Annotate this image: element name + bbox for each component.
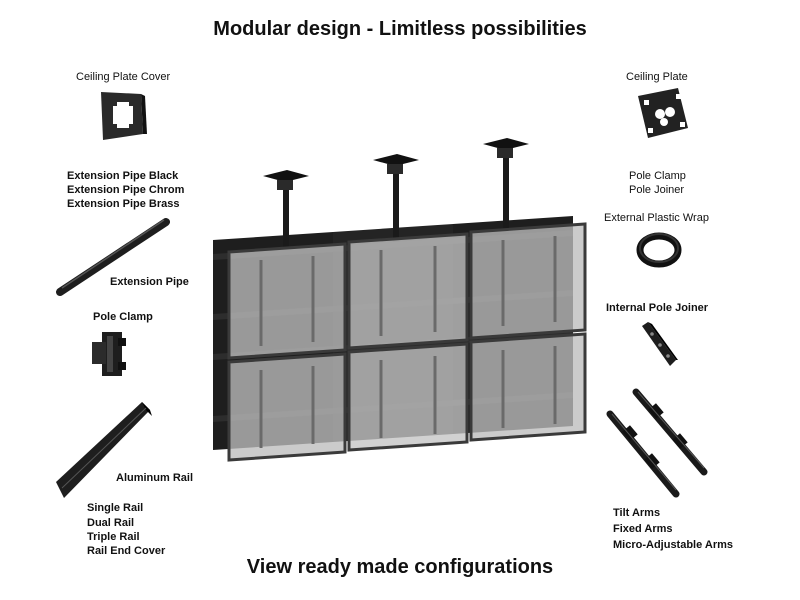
label-pole-clamp-right: Pole Clamp [629,170,686,182]
label-extension-pipe-black: Extension Pipe Black [67,170,179,182]
external-plastic-wrap-image [636,232,682,268]
label-dual-rail: Dual Rail [87,517,135,529]
rail-variants: Single Rail Dual Rail Triple Rail Rail E… [87,501,165,558]
label-single-rail: Single Rail [87,502,144,514]
view-configurations-link[interactable]: View ready made configurations [246,556,554,578]
label-ceiling-plate: Ceiling Plate [626,71,688,83]
label-pole-joiner: Pole Joiner [629,184,685,196]
label-rail-end-cover: Rail End Cover [87,545,166,557]
label-external-plastic-wrap: External Plastic Wrap [604,212,709,224]
ceiling-poles [263,138,529,256]
label-tilt-arms: Tilt Arms [613,507,661,519]
screens [227,222,587,462]
label-triple-rail: Triple Rail [87,531,140,543]
aluminum-rail-image [56,402,152,498]
internal-pole-joiner-image [642,322,678,366]
arm-variants: Tilt Arms Fixed Arms Micro-Adjustable Ar… [613,506,733,552]
arm-back [632,388,708,476]
extension-pipe-variants: Extension Pipe Black Extension Pipe Chro… [67,169,184,211]
screen-arms [259,236,557,448]
label-fixed-arms: Fixed Arms [613,523,673,535]
pole-clamp-image [92,332,126,376]
label-extension-pipe: Extension Pipe [110,276,189,288]
label-pole-clamp-left: Pole Clamp [93,311,153,323]
video-wall-assembly-image [213,138,587,462]
pole-clamp-joiner-labels: Pole Clamp Pole Joiner [629,169,686,197]
label-micro-adjustable-arms: Micro-Adjustable Arms [613,539,734,551]
label-ceiling-plate-cover: Ceiling Plate Cover [76,71,171,83]
extension-pipe-image [56,218,170,296]
label-extension-pipe-chrom: Extension Pipe Chrom [67,184,185,196]
label-internal-pole-joiner: Internal Pole Joiner [606,302,709,314]
mounting-arms-image [606,388,708,498]
ceiling-plate-cover-image [101,92,147,140]
ceiling-plate-image [638,88,688,138]
page-title: Modular design - Limitless possibilities [213,18,587,40]
label-aluminum-rail: Aluminum Rail [116,472,194,484]
label-extension-pipe-brass: Extension Pipe Brass [67,198,180,210]
arm-front [606,410,680,498]
